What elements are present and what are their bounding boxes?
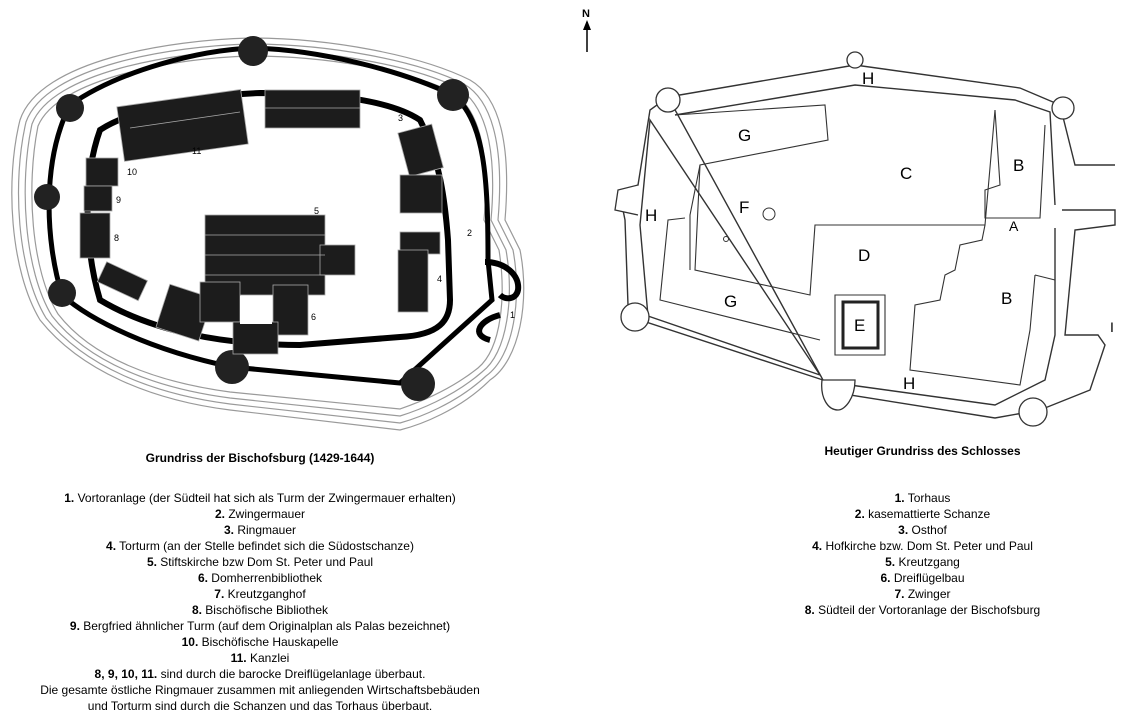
left-legend-row: 7. Kreutzganghof: [214, 587, 306, 601]
left-legend-note: und Torturm sind durch die Schanzen und …: [87, 699, 433, 713]
left-label-4: 4: [437, 274, 442, 284]
building-kanzlei: [116, 89, 249, 162]
zwingermauer-outline: [46, 45, 495, 386]
right-title: Heutiger Grundriss des Schlosses: [824, 444, 1021, 458]
building-south-2: [232, 321, 279, 355]
left-label-6: 6: [311, 312, 316, 322]
left-label-9: 9: [116, 195, 121, 205]
left-legend-row: 8. Bischöfische Bibliothek: [191, 603, 329, 617]
left-legend-row: 2. Zwingermauer: [214, 507, 306, 521]
building-domherrenbibliothek: [272, 284, 309, 336]
right-inner-walls: [659, 104, 1056, 386]
left-legend: 1. Vortoranlage (der Südteil hat sich al…: [0, 490, 520, 714]
right-label-d: D: [858, 246, 870, 265]
right-label-h-top: H: [862, 69, 874, 88]
right-tower-s: [821, 379, 856, 411]
right-legend-row: 2. kasemattierte Schanze: [854, 507, 991, 521]
tower-west: [34, 184, 60, 210]
right-tower-sw: [620, 302, 650, 332]
ringmauer-outline: [84, 89, 454, 349]
right-outer-walls: [619, 64, 1116, 419]
vortoranlage-south: [476, 312, 501, 343]
right-label-h-left: H: [645, 206, 657, 225]
right-legend-row: 1. Torhaus: [894, 491, 951, 505]
left-legend-row: 1. Vortoranlage (der Südteil hat sich al…: [64, 491, 456, 505]
right-label-h-bottom: H: [903, 374, 915, 393]
building-southwest: [96, 261, 149, 302]
right-legend-row: 3. Osthof: [898, 523, 947, 537]
building-hauskapelle: [85, 157, 119, 187]
tower-southeast: [401, 367, 435, 401]
right-label-g-bottom: G: [724, 292, 737, 311]
left-legend-row: 4. Torturm (an der Stelle befindet sich …: [106, 539, 414, 553]
left-legend-row: 9. Bergfried ähnlicher Turm (auf dem Ori…: [69, 619, 451, 633]
right-label-f: F: [739, 198, 749, 217]
building-east-2: [399, 174, 443, 214]
right-label-a: A: [1009, 218, 1019, 234]
right-legend-row: 4. Hofkirche bzw. Dom St. Peter und Paul: [812, 539, 1033, 553]
tower-northwest: [56, 94, 84, 122]
left-label-10: 10: [127, 167, 137, 177]
north-arrow-label: N: [582, 8, 590, 20]
right-label-c: C: [900, 164, 912, 183]
right-tower-se: [1018, 397, 1048, 427]
building-east-1: [397, 123, 444, 178]
left-legend-row: 11. Kanzlei: [230, 651, 290, 665]
right-legend-row: 6. Dreiflügelbau: [880, 571, 965, 585]
left-label-2: 2: [467, 228, 472, 238]
left-title: Grundriss der Bischofsburg (1429-1644): [145, 451, 375, 465]
right-label-g-top: G: [738, 126, 751, 145]
tower-north: [238, 36, 268, 66]
well: [762, 207, 776, 221]
building-bergfried: [83, 185, 113, 212]
north-arrow: N: [582, 8, 591, 52]
left-legend-note: Die gesamte östliche Ringmauer zusammen …: [40, 683, 480, 697]
tower-south: [215, 350, 249, 384]
left-label-1: 1: [510, 310, 515, 320]
left-label-5: 5: [314, 206, 319, 216]
right-label-b-top: B: [1013, 156, 1024, 175]
building-north-range: [264, 89, 361, 129]
building-torturm: [397, 249, 429, 313]
building-bibliothek: [79, 212, 111, 259]
right-label-b-bottom: B: [1001, 289, 1012, 308]
right-towers: [614, 51, 1075, 427]
left-label-7: 7: [249, 299, 254, 309]
left-plan-numbers: 1 2 3 4 5 6 7 8 9 10 11: [114, 113, 515, 322]
left-legend-row: 3. Ringmauer: [223, 523, 297, 537]
towers: [34, 36, 469, 401]
tower-northeast: [437, 79, 469, 111]
kreutzganghof-court: [240, 296, 272, 324]
small-well: [723, 236, 729, 242]
tower-southwest: [48, 279, 76, 307]
right-label-e: E: [854, 316, 865, 335]
vortoranlage-north: [484, 259, 522, 302]
left-legend-row: 10. Bischöfische Hauskapelle: [181, 635, 339, 649]
left-legend-row: 6. Domherrenbibliothek: [197, 571, 323, 585]
roof-lines: [129, 107, 360, 276]
right-plan-letters: H H H G G C B B A F D E I: [645, 69, 1114, 393]
right-legend-row: 7. Zwinger: [894, 587, 951, 601]
left-legend-row: 5. Stiftskirche bzw Dom St. Peter und Pa…: [146, 555, 374, 569]
right-legend-row: 8. Südteil der Vortoranlage der Bischofs…: [804, 603, 1041, 617]
building-cloister-west: [199, 281, 241, 323]
chapel-e: [841, 300, 880, 350]
right-tower-n: [846, 51, 864, 69]
left-legend-row: 8, 9, 10, 11. sind durch die barocke Dre…: [94, 667, 426, 681]
left-label-11: 11: [192, 146, 201, 156]
left-label-8: 8: [114, 233, 119, 243]
right-tower-ne: [1051, 96, 1075, 120]
left-label-3: 3: [398, 113, 403, 123]
right-legend-row: 5. Kreutzgang: [885, 555, 960, 569]
building-stiftskirche-apse: [319, 244, 356, 276]
right-bastion-w: [614, 184, 639, 216]
left-castle-plan: 1 2 3 4 5 6 7 8 9 10 11: [11, 36, 525, 431]
right-tower-nw: [655, 87, 681, 113]
right-label-i: I: [1110, 319, 1114, 335]
right-legend: 1. Torhaus 2. kasemattierte Schanze 3. O…: [740, 490, 1105, 618]
right-castle-plan: N H: [582, 8, 1116, 427]
